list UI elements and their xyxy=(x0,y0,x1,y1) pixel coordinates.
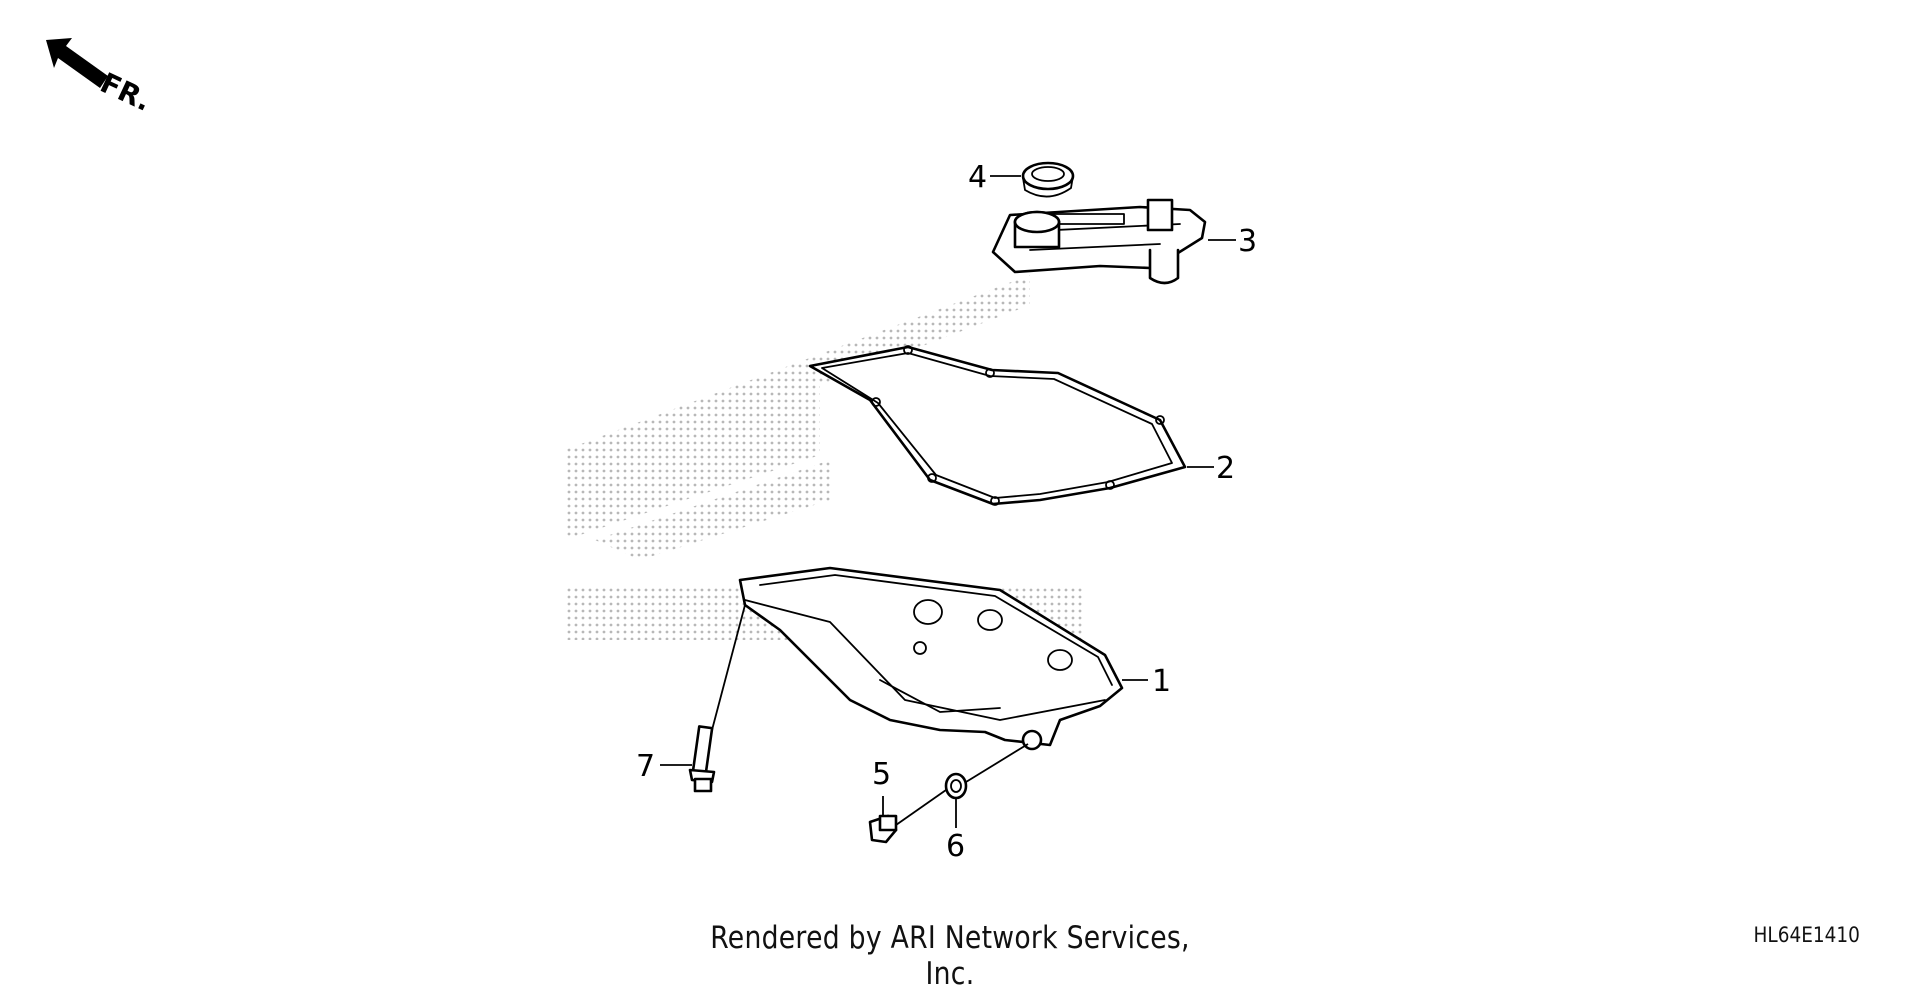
parts-diagram: FR. xyxy=(46,38,1257,864)
callout-3: 3 xyxy=(1238,224,1257,259)
drain-washer-part xyxy=(944,772,968,800)
leader-lines xyxy=(660,175,1236,828)
callout-2: 2 xyxy=(1216,451,1235,486)
callout-4: 4 xyxy=(968,160,987,195)
flange-bolt-part xyxy=(688,725,716,793)
drain-bolt-part xyxy=(868,814,898,844)
callout-6: 6 xyxy=(946,829,965,864)
callout-labels: 4 3 2 1 7 5 6 xyxy=(636,160,1257,864)
callout-1: 1 xyxy=(1152,664,1171,699)
gasket-part xyxy=(808,345,1187,506)
o-ring-part xyxy=(1021,161,1075,198)
footer-credit: Rendered by ARI Network Services, Inc. xyxy=(710,920,1190,992)
front-direction-arrow: FR. xyxy=(46,38,156,118)
callout-5: 5 xyxy=(872,757,891,792)
oil-pan-part xyxy=(738,566,1124,751)
diagram-code: HL64E1410 xyxy=(1753,923,1860,947)
strainer-part xyxy=(991,198,1207,285)
callout-7: 7 xyxy=(636,749,655,784)
